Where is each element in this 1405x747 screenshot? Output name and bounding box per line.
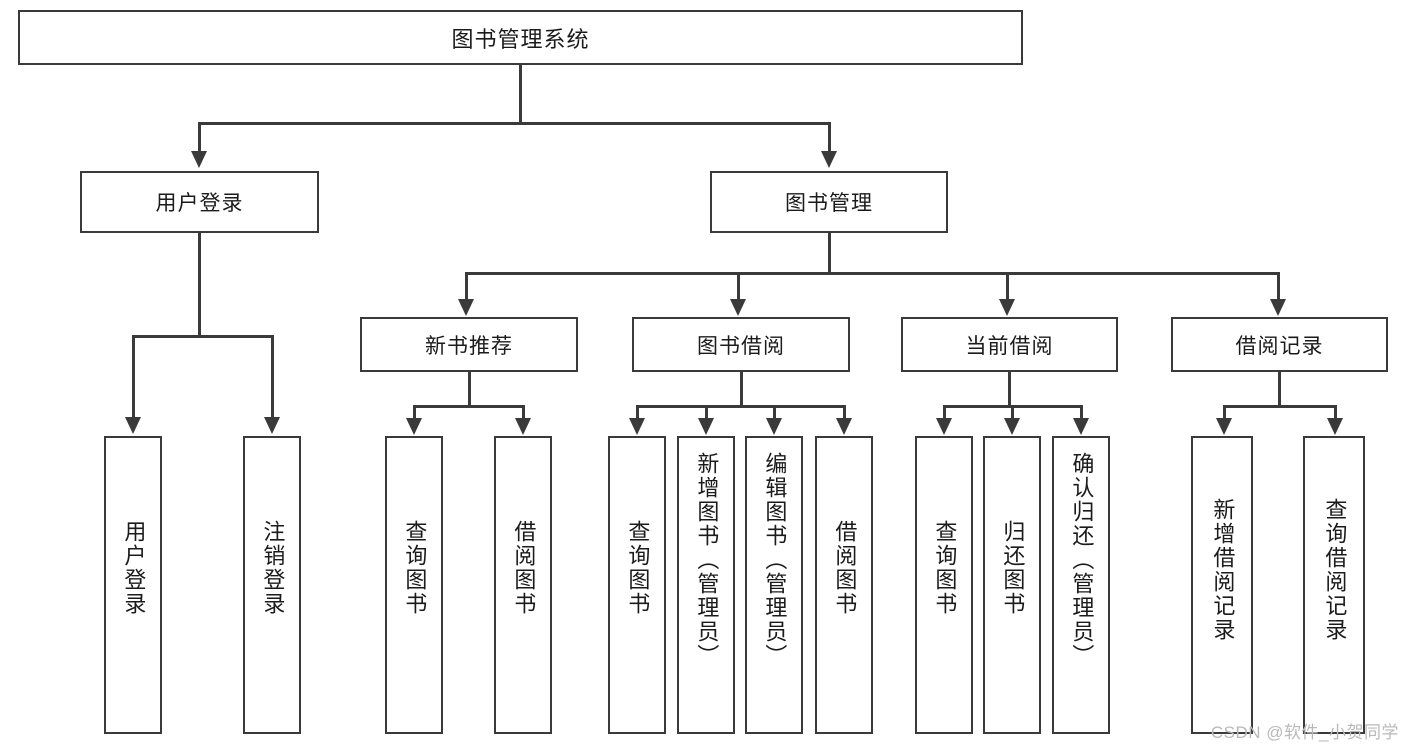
connector-book-management-stem xyxy=(828,233,831,273)
leaf-bb-borrow-book[interactable]: 借阅图书 xyxy=(815,436,873,734)
leaf-br-add-record[interactable]: 新增借阅记录 xyxy=(1191,436,1253,734)
leaf-user-login[interactable]: 用户登录 xyxy=(104,436,162,734)
node-label: 新书推荐 xyxy=(425,334,513,358)
arrow-nb-to-borrow-book xyxy=(515,418,531,435)
connector-user-login-to-logout xyxy=(271,335,274,418)
connector-root-elbow xyxy=(199,122,831,125)
node-new-book-recommend[interactable]: 新书推荐 xyxy=(360,317,578,372)
node-label: 借阅记录 xyxy=(1235,334,1324,358)
connector-nb-to-borrow-book xyxy=(522,405,525,419)
node-book-borrow[interactable]: 图书借阅 xyxy=(632,317,850,372)
arrow-nb-to-query-book xyxy=(406,418,422,435)
arrow-bb-to-query-book xyxy=(629,418,645,435)
node-label: 当前借阅 xyxy=(965,334,1054,358)
leaf-label: 新增借阅记录 xyxy=(1210,498,1236,642)
connector-root-to-user-login xyxy=(198,122,201,152)
connector-br-to-query-record xyxy=(1334,405,1337,419)
arrow-cb-to-confirm-return xyxy=(1073,418,1089,435)
arrow-br-to-add-record xyxy=(1216,418,1232,435)
connector-user-login-stem xyxy=(198,233,201,337)
node-borrow-record[interactable]: 借阅记录 xyxy=(1171,317,1388,372)
node-root-book-management-system[interactable]: 图书管理系统 xyxy=(18,10,1023,65)
connector-bb-to-query-book xyxy=(636,405,639,419)
leaf-label: 新增图书（管理员） xyxy=(694,452,720,668)
leaf-bb-edit-book[interactable]: 编辑图书（管理员） xyxy=(745,436,803,734)
connector-root-to-book-management xyxy=(828,122,831,152)
connector-nb-to-query-book xyxy=(413,405,416,419)
leaf-cb-confirm-return[interactable]: 确认归还（管理员） xyxy=(1052,436,1110,734)
connector-user-login-elbow xyxy=(133,335,274,338)
node-label: 图书管理系统 xyxy=(451,26,590,52)
connector-bm-to-book-borrow xyxy=(737,272,740,300)
leaf-label: 编辑图书（管理员） xyxy=(762,452,788,668)
arrow-bm-to-current-borrow xyxy=(999,299,1015,316)
connector-borrow-record-elbow xyxy=(1224,405,1336,408)
node-label: 图书管理 xyxy=(785,192,873,215)
node-label: 图书借阅 xyxy=(697,334,785,358)
leaf-label: 查询图书 xyxy=(402,520,428,616)
leaf-label: 用户登录 xyxy=(121,520,147,616)
connector-new-book-elbow xyxy=(414,405,524,408)
leaf-label: 查询图书 xyxy=(625,520,651,616)
leaf-bb-query-book[interactable]: 查询图书 xyxy=(608,436,666,734)
connector-book-management-elbow xyxy=(466,272,1280,275)
connector-bm-to-borrow-record xyxy=(1277,272,1280,300)
connector-bb-to-add-book xyxy=(705,405,708,419)
connector-root-stem xyxy=(519,65,522,122)
leaf-label: 查询借阅记录 xyxy=(1322,498,1348,642)
arrow-bm-to-borrow-record xyxy=(1270,299,1286,316)
arrow-user-login-to-login xyxy=(125,417,141,434)
connector-book-borrow-stem xyxy=(740,372,743,406)
connector-new-book-stem xyxy=(468,372,471,406)
leaf-nb-borrow-book[interactable]: 借阅图书 xyxy=(494,436,552,734)
connector-borrow-record-stem xyxy=(1278,372,1281,406)
connector-cb-to-return-book xyxy=(1011,405,1014,419)
connector-bm-to-new-book xyxy=(465,272,468,300)
arrow-bb-to-edit-book xyxy=(766,418,782,435)
arrow-root-to-user-login xyxy=(191,151,207,168)
leaf-label: 确认归还（管理员） xyxy=(1069,452,1095,668)
arrow-br-to-query-record xyxy=(1327,418,1343,435)
arrow-bb-to-add-book xyxy=(698,418,714,435)
arrow-root-to-book-management xyxy=(821,151,837,168)
node-user-login[interactable]: 用户登录 xyxy=(80,171,319,233)
leaf-label: 借阅图书 xyxy=(511,520,537,616)
leaf-label: 归还图书 xyxy=(1000,520,1026,616)
leaf-cb-return-book[interactable]: 归还图书 xyxy=(983,436,1041,734)
leaf-bb-add-book[interactable]: 新增图书（管理员） xyxy=(677,436,735,734)
connector-cb-to-query-book xyxy=(943,405,946,419)
connector-br-to-add-record xyxy=(1223,405,1226,419)
connector-cb-to-confirm-return xyxy=(1080,405,1083,419)
node-book-management[interactable]: 图书管理 xyxy=(710,171,948,233)
leaf-label: 注销登录 xyxy=(260,520,286,616)
arrow-cb-to-query-book xyxy=(936,418,952,435)
arrow-bm-to-new-book xyxy=(458,299,474,316)
arrow-cb-to-return-book xyxy=(1004,418,1020,435)
arrow-bm-to-book-borrow xyxy=(730,299,746,316)
connector-bm-to-current-borrow xyxy=(1006,272,1009,300)
node-label: 用户登录 xyxy=(155,192,244,215)
leaf-label: 查询图书 xyxy=(932,520,958,616)
node-current-borrow[interactable]: 当前借阅 xyxy=(901,317,1118,372)
connector-current-borrow-stem xyxy=(1008,372,1011,406)
leaf-nb-query-book[interactable]: 查询图书 xyxy=(385,436,443,734)
arrow-bb-to-borrow-book xyxy=(836,418,852,435)
connector-bb-to-edit-book xyxy=(773,405,776,419)
leaf-label: 借阅图书 xyxy=(832,520,858,616)
leaf-br-query-record[interactable]: 查询借阅记录 xyxy=(1303,436,1365,734)
connector-bb-to-borrow-book xyxy=(843,405,846,419)
leaf-cb-query-book[interactable]: 查询图书 xyxy=(915,436,973,734)
leaf-user-logout[interactable]: 注销登录 xyxy=(243,436,301,734)
connector-book-borrow-elbow xyxy=(637,405,845,408)
arrow-user-login-to-logout xyxy=(264,417,280,434)
connector-user-login-to-login xyxy=(132,335,135,418)
